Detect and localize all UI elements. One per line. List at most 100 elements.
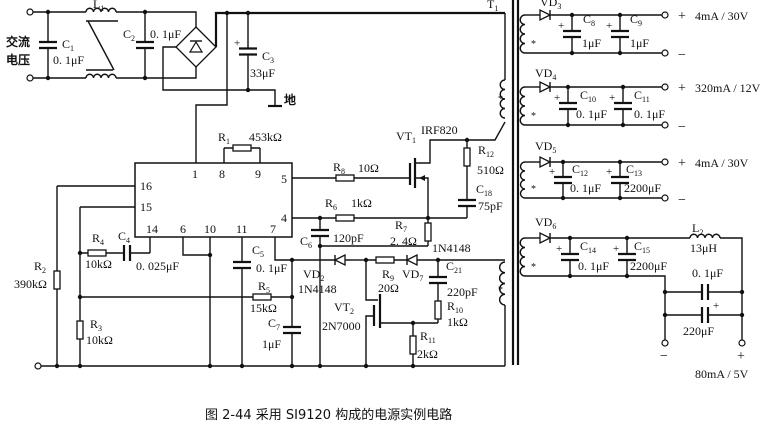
- junction-dot: [662, 289, 668, 295]
- ref: VD: [540, 0, 558, 9]
- label-vd5: VD5: [535, 139, 556, 155]
- terminal: [26, 74, 34, 82]
- ic-pin-6: 6: [180, 222, 186, 236]
- ic-pin-4: 4: [281, 211, 287, 225]
- wires: [33, 11, 743, 367]
- label-c12: C12: [572, 162, 588, 178]
- value-r10: 1kΩ: [447, 315, 468, 329]
- junction-dot: [560, 195, 566, 201]
- plus-mark: +: [549, 166, 555, 178]
- junction-dot: [567, 235, 573, 241]
- ref-subscript: 2: [131, 34, 135, 43]
- ref-subscript: 12: [486, 150, 494, 159]
- ic-pin-1: 1: [192, 167, 198, 181]
- label-c4: C4: [118, 229, 130, 245]
- junction-dot: [142, 75, 148, 81]
- coil: [519, 14, 526, 54]
- junction-dot: [565, 84, 571, 90]
- terminal: [661, 158, 669, 166]
- ref-subscript: 15: [642, 246, 650, 255]
- bridge-diode: [188, 40, 204, 53]
- label-c7: C7: [268, 316, 280, 332]
- label-r3: R3: [90, 317, 102, 333]
- label-r8: R8: [333, 160, 345, 176]
- junction-dot: [617, 195, 623, 201]
- junction-dot: [77, 363, 83, 369]
- junction-dot: [569, 50, 575, 56]
- ref: VD: [303, 267, 321, 281]
- junction-dot: [567, 273, 573, 279]
- plus-mark: +: [606, 20, 612, 32]
- junction-dot: [245, 87, 251, 93]
- value-r9: 20Ω: [378, 281, 399, 295]
- value-l2: 13μH: [690, 241, 717, 255]
- ref-subscript: 2: [320, 274, 324, 283]
- junction-dot: [45, 9, 51, 15]
- ic-pin-8: 8: [219, 167, 225, 181]
- value-c14: 0. 1μF: [578, 259, 609, 273]
- output-plus: +: [678, 81, 686, 96]
- junction-dot: [569, 12, 575, 18]
- value-vd2: 1N4148: [298, 282, 337, 296]
- ref: VD: [535, 139, 553, 153]
- ref: T: [487, 0, 495, 11]
- ref-subscript: 2: [699, 228, 703, 237]
- value-c21: 220pF: [447, 285, 478, 299]
- junction-dot: [207, 252, 213, 258]
- diode: [333, 253, 346, 267]
- wire: [195, 13, 228, 163]
- terminal: [661, 121, 669, 129]
- output-minus: −: [678, 193, 686, 208]
- winding-dot: *: [531, 184, 536, 195]
- ref-subscript: 11: [428, 336, 436, 345]
- ref: C: [630, 12, 638, 26]
- junction-dot: [317, 215, 323, 221]
- input-label-line1: 交流: [6, 34, 30, 49]
- ref-subscript: 5: [552, 146, 556, 155]
- coil: [519, 86, 526, 126]
- junction-dot: [245, 10, 251, 16]
- ref: C: [268, 316, 276, 330]
- value-r7: 2. 4Ω: [390, 234, 417, 248]
- label-r1: R1: [218, 130, 230, 146]
- ref: R: [218, 130, 226, 144]
- ref-subscript: 14: [588, 246, 596, 255]
- label-r10: R10: [447, 299, 463, 315]
- ref-subscript: 2: [42, 266, 46, 275]
- label-r2: R2: [34, 259, 46, 275]
- value-co2: 220μF: [683, 324, 714, 338]
- label-r9: R9: [382, 267, 394, 283]
- plus-mark: +: [713, 300, 719, 312]
- output-rating: 320mA / 12V: [695, 81, 761, 95]
- label-c9: C9: [630, 12, 642, 28]
- label-vt2: VT2: [334, 300, 354, 316]
- label-c18: C18: [476, 182, 492, 198]
- ref-subscript: 10: [455, 306, 463, 315]
- ground-label: 地: [284, 92, 296, 107]
- terminal: [661, 83, 669, 91]
- ref-subscript: 18: [484, 189, 492, 198]
- junction-dot: [464, 137, 470, 143]
- value-vt1: IRF820: [421, 123, 458, 137]
- value-vt2: 2N7000: [322, 319, 361, 333]
- terminal: [34, 362, 42, 370]
- ref-subscript: 1: [70, 44, 74, 53]
- junction-dot: [425, 215, 431, 221]
- diode: [405, 253, 418, 267]
- components: +++*++*++*++*+**: [26, 0, 746, 370]
- value-vd7: 1N4148: [432, 241, 471, 255]
- winding-dot: *: [531, 39, 536, 50]
- diode: [539, 8, 552, 22]
- resistor: [335, 174, 355, 182]
- winding-dot: *: [531, 111, 536, 122]
- junction-dot: [617, 50, 623, 56]
- ref: VD: [535, 215, 553, 229]
- ref: VT: [334, 300, 351, 314]
- output-plus: +: [737, 349, 745, 364]
- value-c5: 0. 1μF: [256, 261, 287, 275]
- value-c12: 0. 1μF: [570, 181, 601, 195]
- terminal: [661, 339, 669, 347]
- ic-pin-16: 16: [140, 179, 152, 193]
